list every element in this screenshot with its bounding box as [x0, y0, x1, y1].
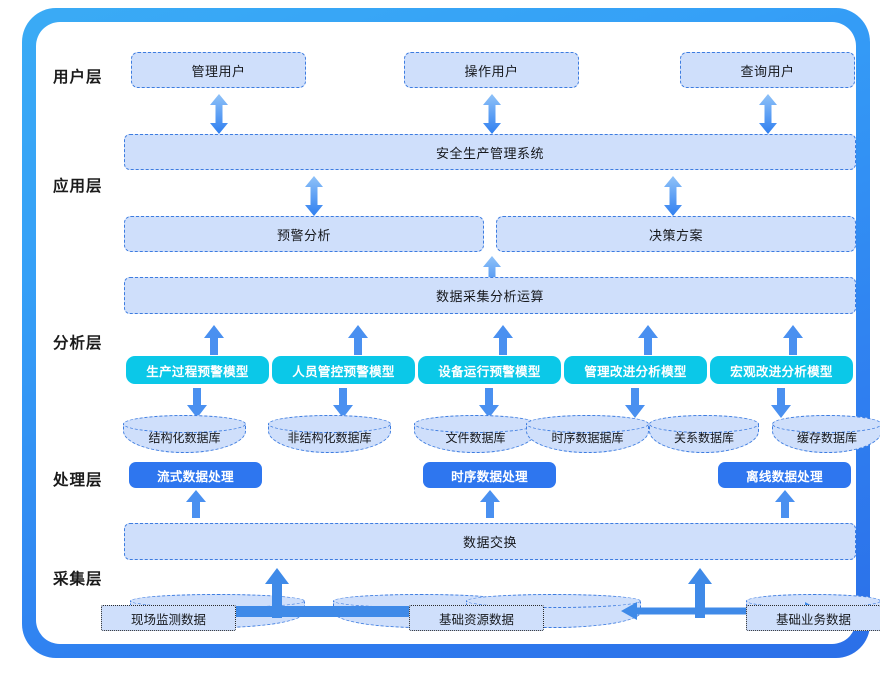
cylinder-top: [466, 594, 641, 608]
arrow-model-2-down: [332, 388, 354, 418]
processor-timeseries[interactable]: 时序数据处理: [423, 462, 556, 488]
arrow-exchange-to-streaming: [185, 490, 207, 518]
arrow-model-4-up: [637, 325, 659, 355]
arrow-exchange-to-offline: [774, 490, 796, 518]
source-label-field-monitoring[interactable]: 现场监测数据: [101, 605, 236, 631]
layer-label-app: 应用层: [53, 178, 103, 195]
arrow-resource-business-bidirectional: [621, 600, 821, 622]
connector-field-to-resource: [211, 606, 541, 617]
diagram-frame-inner: 用户层 应用层 分析层 处理层 采集层 管理用户 操作用户 查询用户: [36, 22, 880, 644]
arrow-model-3-up: [492, 325, 514, 355]
user-role-admin[interactable]: 管理用户: [131, 52, 306, 88]
arrow-exchange-to-timeseries: [479, 490, 501, 518]
arrow-admin-to-system: [209, 94, 229, 134]
source-label-basic-resource[interactable]: 基础资源数据: [409, 605, 544, 631]
arrow-field-data-up: [263, 568, 291, 618]
arrow-business-data-up: [686, 568, 714, 618]
database-unstructured[interactable]: 非结构化数据库: [268, 415, 391, 453]
model-management-improvement[interactable]: 管理改进分析模型: [564, 356, 707, 384]
cylinder-top: [526, 415, 649, 433]
user-role-query[interactable]: 查询用户: [680, 52, 855, 88]
diagram-canvas: 用户层 应用层 分析层 处理层 采集层 管理用户 操作用户 查询用户: [36, 22, 880, 644]
user-role-operator[interactable]: 操作用户: [404, 52, 579, 88]
arrow-system-to-decision: [663, 176, 683, 216]
database-file[interactable]: 文件数据库: [414, 415, 537, 453]
database-label: 文件数据库: [445, 430, 506, 445]
layer-label-analysis: 分析层: [53, 335, 103, 352]
database-label: 结构化数据库: [148, 430, 221, 445]
arrow-system-to-warning: [304, 176, 324, 216]
cylinder-top: [649, 415, 759, 433]
system-safety-production[interactable]: 安全生产管理系统: [124, 134, 856, 170]
database-structured[interactable]: 结构化数据库: [123, 415, 246, 453]
cylinder-top: [268, 415, 391, 433]
module-warning-analysis[interactable]: 预警分析: [124, 216, 484, 252]
engine-data-collection-analysis[interactable]: 数据采集分析运算: [124, 277, 856, 314]
arrow-model-1-up: [203, 325, 225, 355]
arrow-model-2-up: [347, 325, 369, 355]
database-label: 时序数据据库: [551, 430, 624, 445]
processor-offline[interactable]: 离线数据处理: [718, 462, 851, 488]
arrow-query-to-system: [758, 94, 778, 134]
arrow-model-1-down: [186, 388, 208, 418]
diagram-frame: 用户层 应用层 分析层 处理层 采集层 管理用户 操作用户 查询用户: [22, 8, 880, 658]
model-production-process[interactable]: 生产过程预警模型: [126, 356, 269, 384]
cylinder-top: [772, 415, 880, 433]
database-label: 关系数据库: [673, 430, 734, 445]
arrow-model-5-down: [770, 388, 792, 418]
cylinder-top: [123, 415, 246, 433]
layer-label-collection: 采集层: [53, 571, 103, 588]
model-macro-improvement[interactable]: 宏观改进分析模型: [710, 356, 853, 384]
model-personnel-control[interactable]: 人员管控预警模型: [272, 356, 415, 384]
arrow-model-5-up: [782, 325, 804, 355]
database-timeseries[interactable]: 时序数据据库: [526, 415, 649, 453]
arrow-model-3-down: [478, 388, 500, 418]
processor-streaming[interactable]: 流式数据处理: [129, 462, 262, 488]
module-decision-plan[interactable]: 决策方案: [496, 216, 856, 252]
data-exchange-box[interactable]: 数据交换: [124, 523, 856, 560]
database-cache[interactable]: 缓存数据库: [772, 415, 880, 453]
layer-label-user: 用户层: [53, 69, 103, 86]
arrow-model-4-down: [624, 388, 646, 418]
layer-label-processing: 处理层: [53, 472, 103, 489]
database-label: 缓存数据库: [796, 430, 857, 445]
database-relational[interactable]: 关系数据库: [649, 415, 759, 453]
model-equipment-operation[interactable]: 设备运行预警模型: [418, 356, 561, 384]
source-label-basic-business[interactable]: 基础业务数据: [746, 605, 880, 631]
arrow-operator-to-system: [482, 94, 502, 134]
database-label: 非结构化数据库: [287, 430, 372, 445]
